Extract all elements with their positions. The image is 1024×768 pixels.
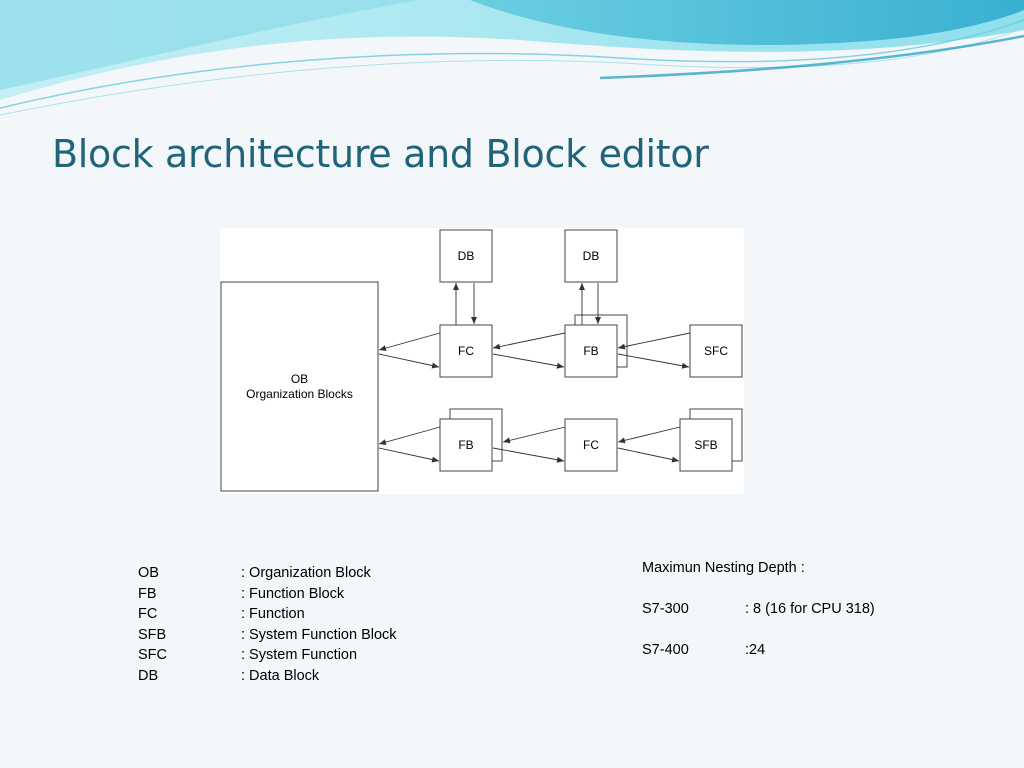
legend-desc: : Function <box>241 606 305 622</box>
cpu-model: S7-400 <box>642 642 689 658</box>
legend-abbr: SFB <box>138 626 167 643</box>
legend-item: OB : Organization Block <box>138 563 397 584</box>
arrow <box>617 353 690 369</box>
legend-desc: : Function Block <box>241 585 345 602</box>
arrow <box>617 332 691 350</box>
fb-block-top: FB <box>564 314 628 378</box>
fb-block-bottom-label: FB <box>458 438 473 452</box>
db-block-left-label: DB <box>458 249 475 263</box>
legend-item: SFC : System Function <box>138 645 397 666</box>
arrow <box>492 353 565 369</box>
sfc-block-label: SFC <box>704 344 728 358</box>
cpu-model: S7-300 <box>642 601 689 617</box>
arrow <box>378 426 441 446</box>
legend-desc: : System Function <box>241 647 358 663</box>
legend-abbr: FB <box>138 585 157 602</box>
legend-desc: : Data Block <box>241 667 320 684</box>
fc-block-top-label: FC <box>458 344 474 358</box>
block-architecture-diagram: OB Organization Blocks DB DB FC FB SFC <box>220 228 744 494</box>
fc-block-bottom-label: FC <box>583 438 599 452</box>
legend-abbr: DB <box>138 667 159 684</box>
diagram-arrows <box>378 283 691 463</box>
arrow <box>378 332 441 352</box>
sfb-block-label: SFB <box>694 438 717 452</box>
arrow <box>378 353 440 369</box>
db-block-right-label: DB <box>583 249 600 263</box>
legend-abbr: SFC <box>138 647 167 663</box>
abbreviation-legend: OB : Organization Block FB : Function Bloc… <box>138 563 397 686</box>
legend-abbr: OB <box>138 565 159 581</box>
arrow <box>502 426 566 444</box>
fc-block-bottom: FC <box>564 418 618 472</box>
fc-block-top: FC <box>439 324 493 378</box>
arrow <box>378 447 440 463</box>
fb-block-bottom: FB <box>439 408 503 472</box>
db-block-right: DB <box>564 229 618 283</box>
nesting-row: S7-400 :24 <box>642 640 875 661</box>
legend-desc: : System Function Block <box>241 626 397 643</box>
legend-item: SFB : System Function Block <box>138 625 397 646</box>
ob-block: OB Organization Blocks <box>220 281 379 492</box>
nesting-value: :24 <box>745 642 766 658</box>
fb-block-top-label: FB <box>583 344 598 358</box>
nesting-row: S7-300 : 8 (16 for CPU 318) <box>642 599 875 620</box>
slide-title: Block architecture and Block editor <box>52 132 709 176</box>
ob-block-label: OB <box>291 372 308 386</box>
sfc-block: SFC <box>689 324 743 378</box>
arrow <box>492 332 566 350</box>
legend-desc: : Organization Block <box>241 565 371 581</box>
legend-item: FB : Function Block <box>138 584 397 605</box>
db-block-left: DB <box>439 229 493 283</box>
legend-item: DB : Data Block <box>138 666 397 687</box>
legend-item: FC : Function <box>138 604 397 625</box>
nesting-heading: Maximun Nesting Depth : <box>642 560 805 576</box>
legend-abbr: FC <box>138 606 158 622</box>
arrow <box>492 447 565 463</box>
arrow <box>617 426 681 444</box>
arrow <box>617 447 680 463</box>
nesting-depth-info: Maximun Nesting Depth : S7-300 : 8 (16 f… <box>642 558 875 681</box>
header-wave-decoration <box>0 0 1024 116</box>
ob-block-sublabel: Organization Blocks <box>246 387 353 401</box>
nesting-value: : 8 (16 for CPU 318) <box>745 601 875 617</box>
sfb-block: SFB <box>679 408 743 472</box>
